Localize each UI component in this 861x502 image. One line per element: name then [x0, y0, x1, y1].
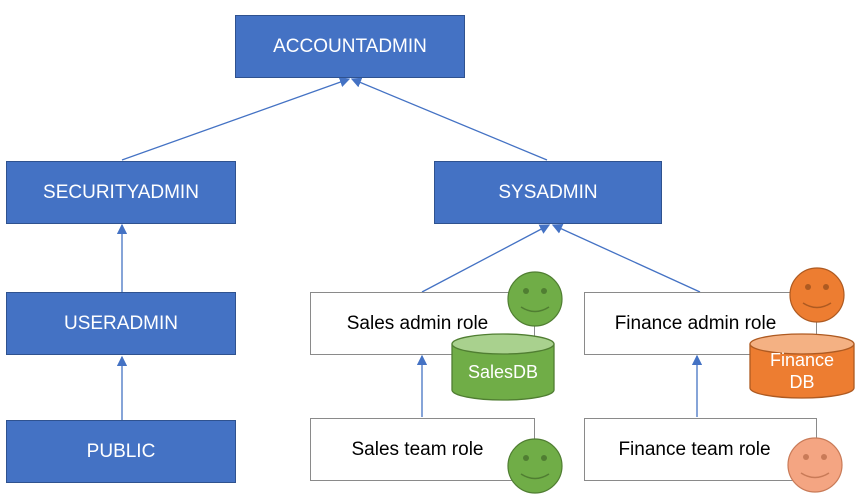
- finance-db-label: Finance DB: [769, 350, 835, 392]
- finance-team-user-icon: [787, 437, 843, 493]
- role-useradmin: USERADMIN: [6, 292, 236, 355]
- connector-salesadmin-sysadmin: [421, 224, 551, 293]
- role-public: PUBLIC: [6, 420, 236, 483]
- finance-admin-user-icon: [789, 267, 845, 323]
- connector-financeadmin-sysadmin: [551, 224, 701, 293]
- role-accountadmin: ACCOUNTADMIN: [235, 15, 465, 78]
- sales-db-label: SalesDB: [467, 362, 539, 382]
- role-securityadmin: SECURITYADMIN: [6, 161, 236, 224]
- sales-db-icon: [451, 333, 555, 401]
- sales-admin-user-icon: [507, 271, 563, 327]
- connector-securityadmin-accountadmin: [121, 77, 351, 161]
- connector-sysadmin-accountadmin: [350, 77, 548, 161]
- finance-db-icon: [749, 333, 855, 399]
- role-sysadmin: SYSADMIN: [434, 161, 662, 224]
- role-sales-team: Sales team role: [310, 418, 535, 481]
- role-finance-team: Finance team role: [584, 418, 817, 481]
- sales-team-user-icon: [507, 438, 563, 494]
